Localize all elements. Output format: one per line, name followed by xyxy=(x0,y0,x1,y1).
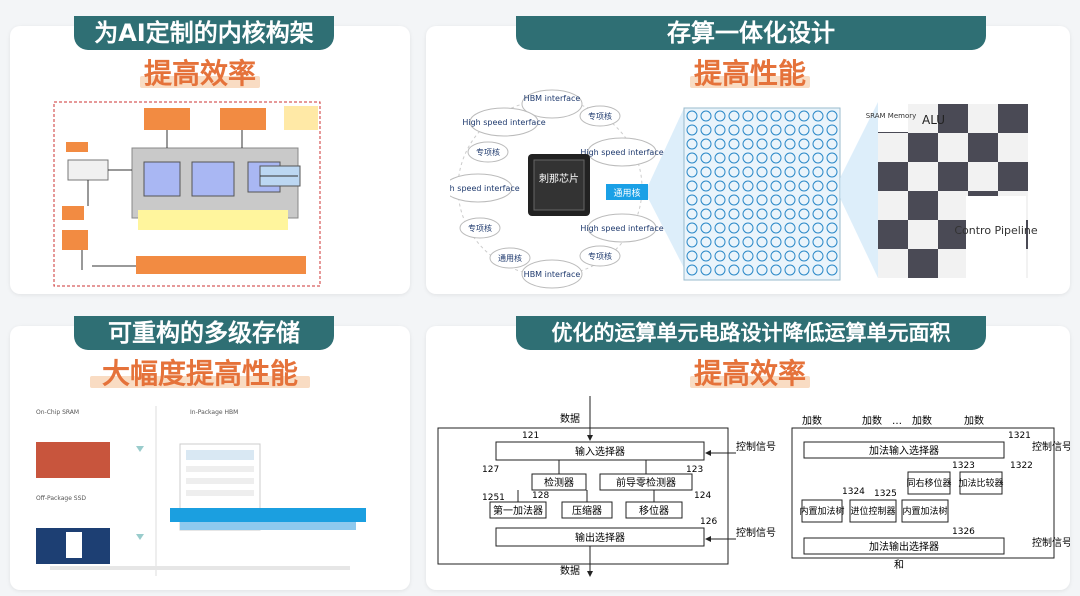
panel2-subtitle: 提高性能 xyxy=(693,57,806,90)
hbm-top-label: HBM interface xyxy=(524,94,581,103)
memory-diagram: On-Chip SRAM Off-Package SSD In-Package … xyxy=(36,406,366,576)
svg-text:1326: 1326 xyxy=(952,527,975,537)
offpkg-label: Off-Package SSD xyxy=(36,495,86,502)
svg-text:124: 124 xyxy=(694,491,711,501)
hs-label-1: High speed interface xyxy=(462,118,545,127)
panel2-title: 存算一体化设计 xyxy=(516,16,986,50)
hbm-top xyxy=(521,89,583,119)
svg-text:128: 128 xyxy=(532,491,549,501)
panel3-subtitle: 大幅度提高性能 xyxy=(101,357,298,390)
special-core-3: 专项核 xyxy=(468,223,492,233)
svg-text:1324: 1324 xyxy=(842,487,865,497)
panel1-title: 为AI定制的内核构架 xyxy=(74,16,334,50)
hs-label-4: High speed interface xyxy=(580,224,663,233)
inner-adder-1: 内置加法树 xyxy=(799,505,844,517)
svg-text:123: 123 xyxy=(686,465,703,475)
comparator-r: 加法比较器 xyxy=(958,477,1003,489)
ctrl-signal-r1: 控制信号 xyxy=(1032,440,1070,453)
svg-text:127: 127 xyxy=(482,465,499,475)
hs-label-2: High speed interface xyxy=(580,148,663,157)
first-adder-box: 第一加法器 xyxy=(493,504,543,517)
core-grid xyxy=(683,107,841,281)
hbm-bottom-label: HBM interface xyxy=(524,270,581,279)
input-selector: 输入选择器 xyxy=(575,445,625,458)
onchip-label: On-Chip SRAM xyxy=(36,409,79,416)
general-core-highlight: 通用核 xyxy=(613,187,640,199)
svg-text:126: 126 xyxy=(700,517,717,527)
svg-text:1322: 1322 xyxy=(1010,461,1033,471)
shifter-r: 同右移位器 xyxy=(906,477,951,489)
control-pipeline-label: Contro Pipeline xyxy=(954,224,1037,237)
detector-box: 检测器 xyxy=(544,476,574,489)
panel4-title: 优化的运算单元电路设计降低运算单元面积 xyxy=(516,316,986,350)
adder-input-selector: 加法输入选择器 xyxy=(869,444,939,457)
svg-text:加数: 加数 xyxy=(964,414,984,427)
svg-text:加数: 加数 xyxy=(802,414,822,427)
special-core-2: 专项核 xyxy=(476,147,500,157)
chip-label: 刺那芯片 xyxy=(539,172,579,185)
compressor-box: 压缩器 xyxy=(572,504,602,517)
inpkg-label: In-Package HBM xyxy=(190,409,238,416)
svg-text:…: … xyxy=(892,416,902,427)
svg-text:1321: 1321 xyxy=(1008,431,1031,441)
ctrl-signal-2: 控制信号 xyxy=(736,526,776,539)
shifter-box: 移位器 xyxy=(639,504,669,517)
inner-adder-2: 内置加法树 xyxy=(902,505,947,517)
special-core-1: 专项核 xyxy=(588,111,612,121)
panel1-subtitle: 提高效率 xyxy=(143,57,256,90)
general-core-1: 通用核 xyxy=(498,253,522,263)
architecture-diagram xyxy=(53,101,321,287)
panel4-subtitle: 提高效率 xyxy=(693,357,806,390)
ctrl-signal-1: 控制信号 xyxy=(736,440,776,453)
sram-label: SRAM Memory xyxy=(866,112,917,120)
sum-label: 和 xyxy=(894,559,904,571)
data-out-label: 数据 xyxy=(560,564,580,577)
adder-output-selector: 加法输出选择器 xyxy=(869,540,939,553)
hs-label-3: High speed interface xyxy=(450,184,520,193)
svg-text:1251: 1251 xyxy=(482,493,505,503)
svg-text:加数: 加数 xyxy=(912,414,932,427)
alu-label: ALU xyxy=(922,113,945,127)
svg-text:加数: 加数 xyxy=(862,414,882,427)
svg-text:1325: 1325 xyxy=(874,489,897,499)
circuit-diagram: 数据 输入选择器 121 控制信号 检测器 前导零检测器 127 123 第一加… xyxy=(437,396,1070,577)
svg-text:121: 121 xyxy=(522,431,539,441)
panel3-title: 可重构的多级存储 xyxy=(74,316,334,350)
svg-text:1323: 1323 xyxy=(952,461,975,471)
ctrl-signal-r2: 控制信号 xyxy=(1032,536,1070,549)
carry-controller: 进位控制器 xyxy=(850,505,895,517)
chip-diagram: HBM interface HBM interface High speed i… xyxy=(450,89,1038,289)
output-selector: 输出选择器 xyxy=(575,531,625,544)
data-in-label: 数据 xyxy=(560,412,580,425)
special-core-4: 专项核 xyxy=(588,251,612,261)
lzd-box: 前导零检测器 xyxy=(616,476,676,489)
